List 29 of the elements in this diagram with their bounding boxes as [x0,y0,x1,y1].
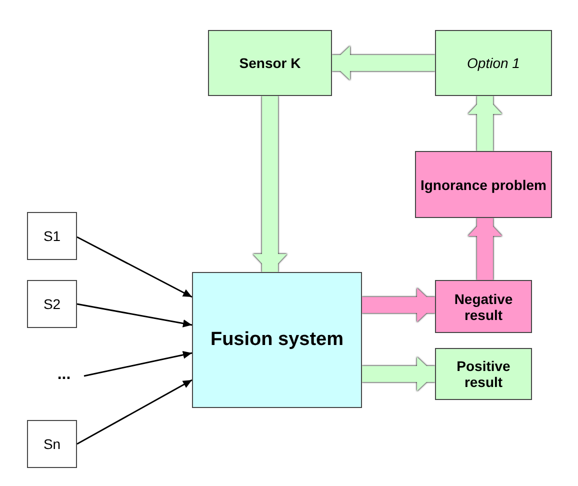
sensor-box [27,212,77,260]
block-arrow [332,46,435,80]
block-arrow [362,357,435,391]
sensor-box [27,280,77,328]
block-arrow [468,96,502,151]
process-box [192,272,362,408]
arrow [84,350,192,377]
box-label: Positive result [456,358,512,390]
arrow [76,303,192,328]
box-label: Negative result [453,290,514,322]
block-arrow [468,218,502,280]
box-label: Sensor K [239,55,301,71]
sensor-box [27,420,77,468]
arrow [76,236,192,298]
block-arrow [362,288,435,322]
block-arrow [253,96,287,272]
box-label: S2 [43,296,61,312]
arrow [76,379,192,445]
box-label: Ignorance problem [420,176,547,192]
box-label: S1 [43,228,61,244]
sensor-box [208,30,332,96]
box-label: Sn [43,436,61,452]
result-box [435,348,532,400]
option-box [435,30,552,96]
result-box [435,280,532,333]
problem-box [415,151,552,218]
box-label: Fusion system [210,329,344,351]
box-label: Option 1 [467,55,520,71]
ellipsis-text: ... [44,362,84,388]
